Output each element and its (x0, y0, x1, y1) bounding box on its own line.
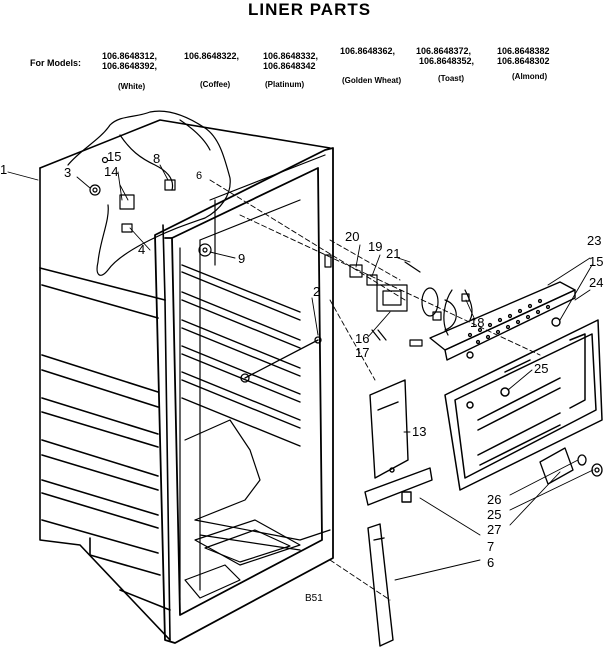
callout-19: 19 (368, 239, 383, 254)
model-column-almond: 106.8648382 106.8648302 (497, 46, 550, 66)
callout-26: 26 (487, 492, 502, 507)
model-column-golden-wheat: 106.8648362, (340, 46, 395, 56)
figure-code: B51 (305, 593, 323, 604)
model-number: 106.8648352, (419, 56, 475, 66)
model-number: 106.8648392, (102, 61, 158, 71)
model-number: 106.8648322, (184, 51, 240, 61)
callout-2: 2 (313, 284, 321, 299)
model-number: 106.8648342 (263, 61, 316, 71)
model-color-platinum: (Platinum) (265, 80, 305, 89)
callout-18: 18 (470, 315, 485, 330)
wiring-harness (67, 110, 231, 276)
model-color-golden-wheat: (Golden Wheat) (342, 76, 402, 85)
callout-25-upper: 25 (534, 361, 549, 376)
leader-lines (7, 164, 594, 581)
callout-23: 23 (587, 233, 602, 248)
part-6-strip (367, 523, 394, 647)
callout-27: 27 (487, 522, 502, 537)
model-color-almond: (Almond) (512, 72, 548, 81)
model-number: 106.8648362, (340, 46, 396, 56)
callout-4: 4 (138, 242, 146, 257)
callout-8: 8 (153, 151, 161, 166)
model-color-toast: (Toast) (438, 74, 465, 83)
model-number: 106.8648312, (102, 51, 158, 61)
callout-21: 21 (386, 246, 401, 261)
callout-6: 6 (487, 555, 495, 570)
callout-16: 16 (355, 331, 370, 346)
part-2-bracket (240, 336, 322, 383)
part-13-panel (369, 379, 409, 479)
diagram-title: LINER PARTS (248, 0, 372, 19)
callout-3: 3 (64, 165, 72, 180)
liner-bottom-compartment (184, 419, 331, 599)
callout-25-lower: 25 (487, 507, 502, 522)
liner-back-wall (179, 154, 326, 601)
model-column-toast: 106.8648372, 106.8648352, (416, 46, 474, 66)
callout-24: 24 (589, 275, 604, 290)
projection-lines (209, 179, 541, 601)
model-column-white: 106.8648312, 106.8648392, (102, 51, 157, 71)
model-number: 106.8648372, (416, 46, 472, 56)
control-components (89, 156, 332, 268)
model-number: 106.8648332, (263, 51, 319, 61)
model-number: 106.8648302 (497, 56, 550, 66)
model-column-coffee: 106.8648322, (184, 51, 239, 61)
callout-15: 15 (107, 149, 122, 164)
cabinet-shell (39, 119, 331, 641)
part-7-strip (364, 467, 433, 506)
callout-6-top: 6 (196, 170, 203, 182)
model-number: 106.8648382 (497, 46, 550, 56)
light-parts (539, 447, 603, 485)
callout-20: 20 (345, 229, 360, 244)
model-color-white: (White) (118, 82, 146, 91)
callout-9: 9 (238, 251, 246, 266)
model-color-coffee: (Coffee) (200, 80, 231, 89)
liner-front-frame (154, 147, 334, 644)
control-panel (429, 281, 576, 361)
callout-7: 7 (487, 539, 495, 554)
shelf-rails (181, 264, 301, 447)
cover-plate (444, 319, 603, 491)
callout-15-right: 15 (589, 254, 604, 269)
for-models-label: For Models: (30, 58, 81, 68)
callout-13: 13 (412, 424, 427, 439)
callout-1: 1 (0, 162, 8, 177)
callout-14: 14 (104, 164, 119, 179)
model-column-platinum: 106.8648332, 106.8648342 (263, 51, 318, 71)
callout-17: 17 (355, 345, 370, 360)
